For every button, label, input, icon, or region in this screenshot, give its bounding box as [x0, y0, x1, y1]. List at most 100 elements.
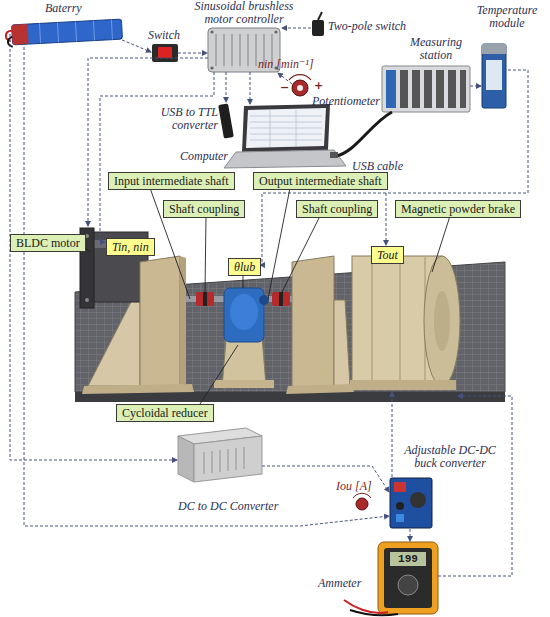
bracket-foot	[82, 384, 194, 394]
polarity-sign: −	[280, 82, 289, 95]
component-label: Temperature module	[470, 4, 544, 29]
shaft-coupling	[272, 292, 290, 306]
leader-line	[282, 216, 320, 292]
screw	[274, 30, 277, 33]
station-slot	[412, 70, 420, 108]
part-label-box: Magnetic powder brake	[395, 200, 521, 218]
battery-cap	[12, 24, 29, 45]
wire	[470, 86, 481, 87]
right-bracket	[292, 256, 334, 390]
left-bracket	[140, 256, 180, 390]
capacitor	[396, 502, 404, 510]
switch-body	[152, 44, 178, 62]
pedestal-foot	[214, 380, 274, 388]
coupling-spider	[279, 292, 283, 306]
brake-foot	[350, 380, 456, 390]
two-pole-switch	[312, 20, 324, 36]
node-text: Magnetic powder brake	[401, 202, 515, 216]
wire	[226, 72, 227, 102]
buck-converter-board	[390, 478, 432, 528]
part-label-box: Cycloidal reducer	[116, 404, 214, 422]
current-knob	[356, 498, 368, 510]
coupling-spider	[203, 292, 207, 306]
node-text: Shaft coupling	[169, 202, 239, 216]
screw	[210, 30, 213, 33]
ammeter	[378, 542, 438, 614]
wiring	[10, 28, 528, 576]
selector-dial	[398, 575, 418, 595]
part-label-box: Shaft coupling	[163, 200, 245, 218]
potentiometer-knob	[292, 80, 308, 96]
leader-lines	[78, 188, 450, 404]
wire	[10, 34, 177, 460]
part-label-box: Output intermediate shaft	[253, 172, 388, 190]
station-slot	[460, 70, 466, 108]
usb-cable	[336, 112, 392, 156]
component-label: DC to DC Converter	[178, 500, 278, 513]
reducer-housing-ring	[230, 294, 258, 330]
measuring-station	[382, 66, 470, 112]
bolt	[85, 298, 89, 302]
ammeter-display	[390, 552, 426, 566]
temperature-module	[482, 44, 506, 108]
battery	[5, 19, 122, 47]
station-slot	[400, 70, 408, 108]
component-label: Measuring station	[408, 36, 464, 61]
station-slot	[436, 70, 444, 108]
wire	[262, 466, 389, 492]
bracket-gusset	[334, 300, 350, 386]
psu-vents	[204, 447, 244, 474]
wire	[24, 42, 389, 526]
signal-label: nin [min⁻¹]	[258, 58, 314, 71]
cycloidal-reducer	[224, 288, 264, 342]
sensor-label-box: Tout	[371, 246, 404, 264]
node-text: Shaft coupling	[302, 202, 372, 216]
node-text: BLDC motor	[16, 236, 80, 250]
component-label: USB cable	[352, 160, 403, 173]
switch-lever	[318, 12, 322, 20]
wire	[178, 53, 207, 54]
station-slot	[448, 70, 456, 108]
module-label-strip	[486, 60, 502, 90]
component-label: Switch	[148, 29, 180, 42]
wire	[392, 392, 393, 477]
battery-cells	[40, 20, 113, 44]
sensor-label-box: θlub	[228, 258, 261, 276]
wire	[410, 529, 411, 541]
rotation-arc	[289, 75, 311, 80]
component-label: Ammeter	[318, 577, 361, 590]
usb-ttl-dongle	[218, 103, 234, 138]
leader-line	[243, 274, 244, 288]
station-slot	[424, 70, 432, 108]
node-text: θlub	[234, 260, 255, 274]
knob-center	[297, 85, 303, 91]
module-connector	[482, 44, 506, 54]
component-label: Baterry	[45, 2, 82, 15]
screen-table	[250, 110, 322, 147]
trim-pot	[396, 514, 404, 522]
part-label-box: Input intermediate shaft	[108, 172, 235, 190]
battery-pack	[12, 19, 123, 45]
leader-line	[432, 216, 450, 272]
component-label: USB to TTL converter	[148, 106, 218, 131]
brake-rings	[372, 256, 425, 386]
node-text: Output intermediate shaft	[259, 174, 382, 188]
screw	[210, 66, 213, 69]
brake-face	[424, 256, 460, 386]
station-module	[386, 70, 396, 108]
laptop-screen-frame	[242, 104, 330, 152]
ammeter-face	[384, 548, 432, 608]
wire	[282, 28, 311, 29]
rotation-arc	[353, 493, 371, 498]
component-label: Adjustable DC-DC buck converter	[398, 444, 502, 469]
part-label-box: BLDC motor	[10, 234, 86, 252]
psu-side	[194, 436, 262, 482]
reducer-hub	[259, 295, 269, 305]
psu-front	[178, 436, 194, 482]
component-label: Computer	[180, 150, 228, 163]
leader-line	[200, 345, 238, 404]
wire	[122, 40, 151, 52]
node-text: Tin, nin	[112, 240, 149, 254]
component-label: Potentiometer	[312, 95, 380, 108]
